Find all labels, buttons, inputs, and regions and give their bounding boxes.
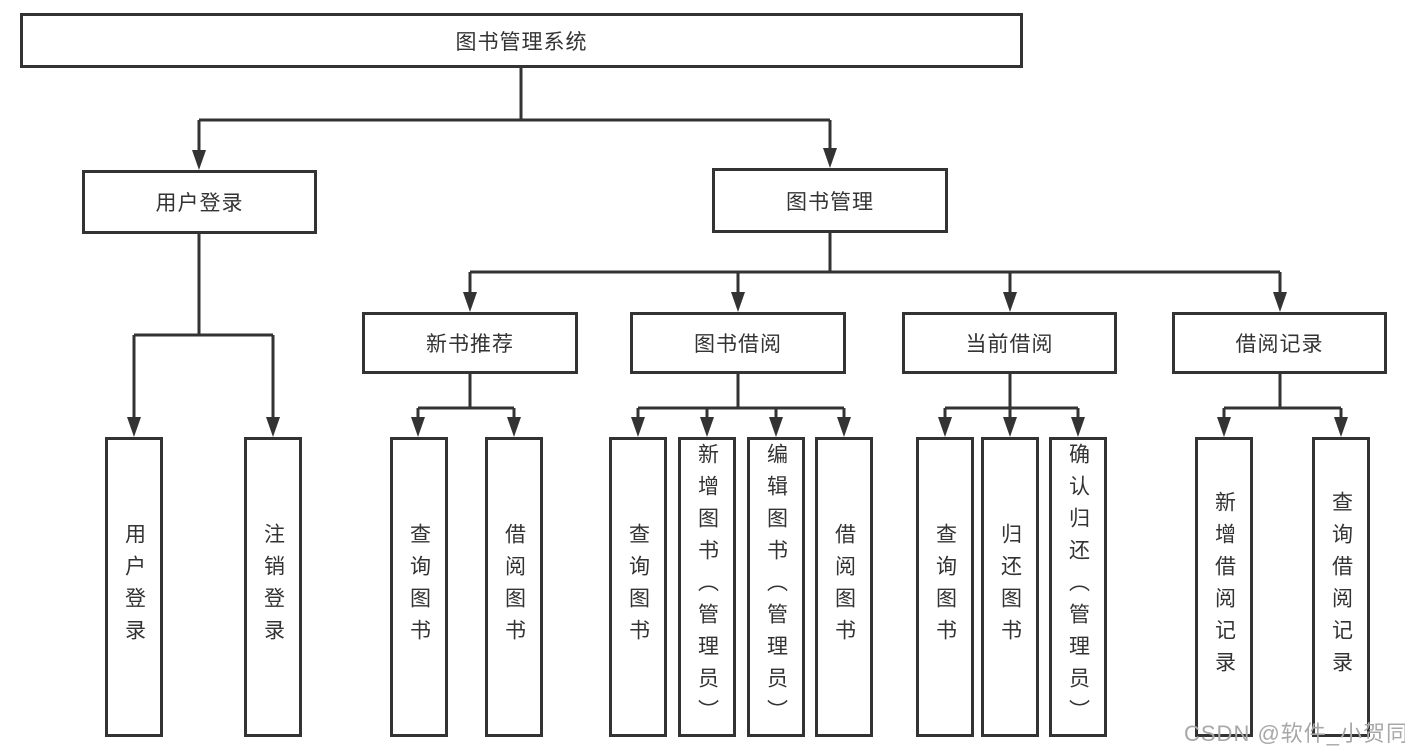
node-leaf-edit-books-admin: 编辑图书（管理员） [747,437,805,737]
node-current-borrow: 当前借阅 [902,312,1117,374]
node-leaf-confirm-return-admin: 确认归还（管理员） [1049,437,1107,737]
node-leaf-borrow-books-2: 借阅图书 [815,437,873,737]
node-leaf-return-books: 归还图书 [981,437,1039,737]
node-book-management: 图书管理 [712,168,948,233]
node-borrow-record: 借阅记录 [1172,312,1387,374]
node-root-system: 图书管理系统 [20,13,1023,68]
node-user-login: 用户登录 [82,170,317,234]
node-leaf-user-login: 用户登录 [105,437,163,737]
node-leaf-logout: 注销登录 [244,437,302,737]
csdn-watermark: CSDN @软件_小贺同学 [1184,721,1405,746]
node-book-borrow: 图书借阅 [630,312,846,374]
node-leaf-query-books-1: 查询图书 [390,437,448,737]
node-leaf-add-books-admin: 新增图书（管理员） [678,437,736,737]
node-new-book-recommend: 新书推荐 [362,312,578,374]
node-leaf-borrow-books-1: 借阅图书 [485,437,543,737]
node-leaf-query-borrow-record: 查询借阅记录 [1312,437,1370,737]
node-leaf-add-borrow-record: 新增借阅记录 [1195,437,1253,737]
node-leaf-query-books-2: 查询图书 [609,437,667,737]
node-leaf-query-books-3: 查询图书 [916,437,974,737]
